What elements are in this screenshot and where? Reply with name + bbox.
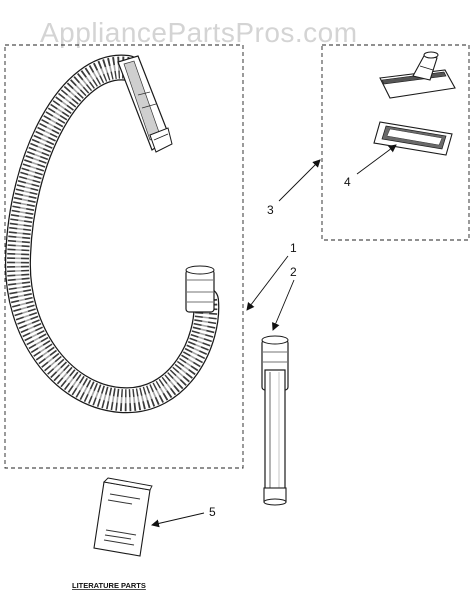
- leader-line-4: [356, 144, 397, 175]
- callout-2: 2: [290, 265, 297, 279]
- hose-group-box: [4, 44, 244, 469]
- leader-line-5: [151, 512, 205, 528]
- floor-tool-part: [379, 51, 456, 99]
- callout-3: 3: [267, 203, 274, 217]
- tools-group-box: [321, 44, 470, 241]
- callout-4: 4: [344, 175, 351, 189]
- hose-part: [4, 54, 220, 414]
- leader-line-3: [278, 159, 321, 202]
- extension-wand-part: [261, 335, 289, 506]
- brush-insert-part: [373, 121, 453, 156]
- callout-1: 1: [290, 241, 297, 255]
- watermark-text: AppliancePartsPros.com: [40, 17, 358, 48]
- hose-upper-nozzle: [117, 55, 173, 153]
- leader-line-1: [246, 255, 289, 311]
- leader-line-2: [272, 279, 295, 331]
- hose-lower-cuff: [185, 265, 215, 313]
- hose-center-shade: [14, 64, 210, 404]
- literature-parts-caption: LITERATURE PARTS: [72, 581, 146, 590]
- literature-booklet-part: [93, 477, 153, 557]
- callout-5: 5: [209, 505, 216, 519]
